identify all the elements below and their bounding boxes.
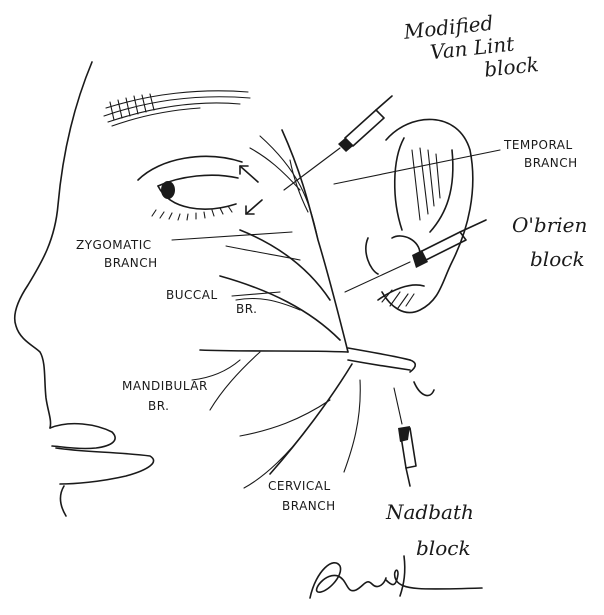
label-mandibular-line1: MANDIBULAR — [122, 376, 208, 396]
chin — [60, 486, 66, 516]
label-mandibular-line2: BR. — [148, 396, 208, 416]
label-cervical-branch: CERVICAL BRANCH — [268, 476, 336, 516]
label-zygomatic-line2: BRANCH — [104, 254, 158, 272]
eye — [138, 156, 242, 220]
label-temporal-line2: BRANCH — [524, 154, 578, 172]
label-modified-van-lint: Modified Van Lint block — [403, 7, 540, 89]
nadbath-syringe — [394, 388, 416, 486]
ear — [366, 119, 473, 312]
label-obrien-line2: block — [530, 242, 587, 276]
label-nadbath-line1: Nadbath — [386, 494, 474, 530]
label-zygomatic-line1: ZYGOMATIC — [76, 236, 158, 254]
label-nadbath-line2: block — [416, 530, 474, 566]
label-cervical-line1: CERVICAL — [268, 476, 336, 496]
mandibular-branch-nerve — [200, 350, 348, 352]
lower-lip — [56, 448, 154, 484]
label-zygomatic-branch: ZYGOMATIC BRANCH — [76, 236, 158, 272]
upper-lip — [50, 424, 115, 449]
direction-arrows — [240, 166, 262, 214]
eyebrow — [104, 91, 250, 126]
label-temporal-line1: TEMPORAL — [504, 136, 578, 154]
label-buccal-branch: BUCCAL BR. — [166, 288, 257, 316]
label-obrien-block: O'brien block — [512, 208, 587, 276]
label-buccal-line2: BR. — [236, 302, 257, 316]
label-buccal-line1: BUCCAL — [166, 288, 257, 302]
pointer-lines — [172, 150, 500, 296]
label-temporal-branch: TEMPORAL BRANCH — [504, 136, 578, 172]
label-nadbath-block: Nadbath block — [386, 494, 474, 566]
label-obrien-line1: O'brien — [512, 208, 587, 242]
label-mandibular-branch: MANDIBULAR BR. — [122, 376, 208, 416]
label-cervical-line2: BRANCH — [282, 496, 336, 516]
